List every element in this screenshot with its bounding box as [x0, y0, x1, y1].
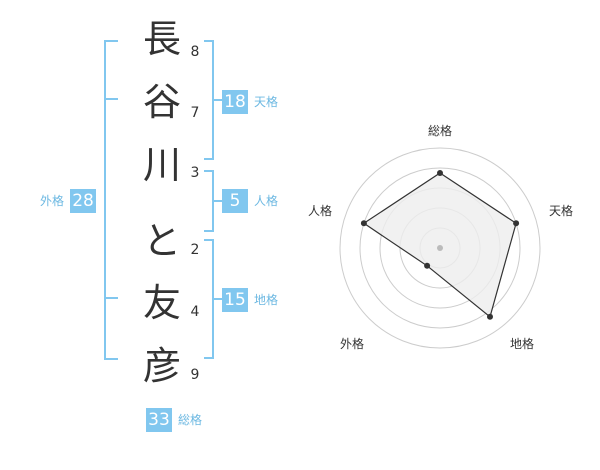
radar-point-2: [513, 220, 520, 227]
gaikaku-value: 28: [70, 189, 97, 213]
gaikaku-bracket: [104, 40, 118, 360]
chikaku-label: 地格: [254, 293, 279, 307]
chikaku-badge: 15 地格: [222, 288, 278, 312]
radar-center-dot: [437, 245, 443, 251]
radar-label-soukaku: 総格: [428, 124, 453, 138]
chikaku-value: 15: [222, 288, 248, 312]
gaikaku-bracket-tick-bottom: [104, 297, 118, 299]
soukaku-value: 33: [146, 408, 172, 432]
radar-value-polygon: [362, 172, 517, 318]
jinkaku-badge: 5 人格: [222, 189, 278, 213]
name-char-2: 谷: [142, 80, 181, 124]
jinkaku-value: 5: [222, 189, 248, 213]
radar-grid-ring-5: [339, 147, 541, 349]
radar-label-chikaku: 地格: [510, 337, 535, 351]
stroke-count-5: 4: [190, 304, 200, 320]
chikaku-bracket-tick: [214, 298, 222, 300]
tenkaku-value: 18: [222, 90, 248, 114]
tenkaku-label: 天格: [254, 95, 279, 109]
radar-label-tenkaku: 天格: [549, 204, 574, 218]
name-char-5: 友: [142, 281, 181, 325]
radar-point-3: [487, 313, 493, 320]
radar-label-gaikaku: 外格: [340, 337, 365, 351]
gaikaku-badge: 外格 28: [40, 189, 97, 213]
stroke-count-6: 9: [190, 367, 200, 383]
stroke-count-3: 3: [190, 165, 200, 181]
radar-grid-ring-4: [359, 167, 521, 329]
soukaku-label: 総格: [178, 413, 203, 427]
gaikaku-bracket-tick-top: [104, 98, 118, 100]
radar-label-jinkaku: 人格: [308, 204, 333, 218]
tenkaku-bracket-tick: [214, 99, 222, 101]
stroke-count-4: 2: [190, 242, 200, 258]
gaikaku-label: 外格: [40, 194, 65, 208]
name-char-3: 川: [142, 143, 181, 187]
name-char-6: 彦: [142, 344, 181, 388]
radar-point-5: [360, 220, 367, 227]
radar-point-4: [424, 262, 431, 269]
soukaku-badge: 33 総格: [146, 408, 202, 432]
jinkaku-label: 人格: [254, 194, 279, 208]
stroke-count-2: 7: [190, 105, 200, 121]
tenkaku-bracket: [204, 40, 214, 160]
chikaku-bracket: [204, 239, 214, 359]
jinkaku-bracket: [204, 170, 214, 232]
tenkaku-badge: 18 天格: [222, 90, 278, 114]
stroke-count-1: 8: [190, 44, 200, 60]
name-char-1: 長: [142, 17, 181, 61]
radar-point-1: [437, 170, 443, 176]
jinkaku-bracket-tick: [214, 200, 222, 202]
name-char-4: と: [142, 219, 181, 263]
